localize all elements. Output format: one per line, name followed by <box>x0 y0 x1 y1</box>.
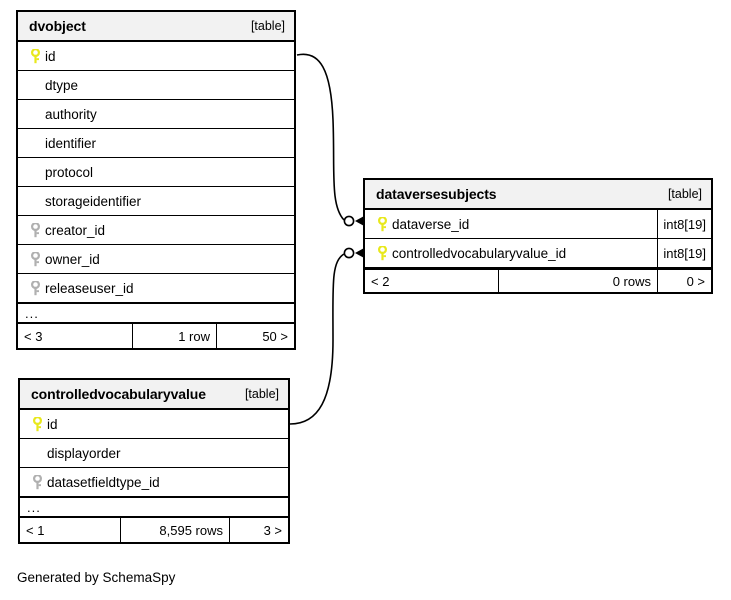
column-row[interactable]: creator_id <box>18 216 294 245</box>
table-controlledvocabularyvalue-title: controlledvocabularyvalue [table] <box>20 380 288 410</box>
row-count: 1 row <box>132 324 217 348</box>
column-label: creator_id <box>45 222 106 238</box>
no-key-icon <box>26 106 45 122</box>
column-label: displayorder <box>47 445 121 461</box>
more-columns-label: ... <box>25 305 39 321</box>
column-type: int8[19] <box>657 210 711 238</box>
column-label: controlledvocabularyvalue_id <box>392 245 567 261</box>
column-label: owner_id <box>45 251 100 267</box>
table-controlledvocabularyvalue-name: controlledvocabularyvalue <box>31 386 206 402</box>
table-dvobject-footer: < 3 1 row 50 > <box>18 324 294 348</box>
table-controlledvocabularyvalue-tag: [table] <box>244 387 279 401</box>
column-label: authority <box>45 106 97 122</box>
table-dvobject-tag: [table] <box>250 19 285 33</box>
foreign-key-icon <box>26 280 45 296</box>
column-row[interactable]: dtype <box>18 71 294 100</box>
table-dataversesubjects[interactable]: dataversesubjects [table] dataverse_id i… <box>363 178 713 294</box>
generated-by-caption: Generated by SchemaSpy <box>17 570 176 585</box>
column-row[interactable]: controlledvocabularyvalue_id int8[19] <box>365 239 711 268</box>
children-count[interactable]: 3 > <box>263 522 282 538</box>
parents-count[interactable]: < 2 <box>371 273 390 289</box>
column-row[interactable]: dataverse_id int8[19] <box>365 210 711 239</box>
relationship-line-dvobject-dataversesubjects <box>296 53 345 221</box>
column-main: id <box>20 410 288 438</box>
column-main: identifier <box>18 129 294 157</box>
column-label: id <box>47 416 58 432</box>
no-key-icon <box>26 135 45 151</box>
column-row[interactable]: owner_id <box>18 245 294 274</box>
column-row[interactable]: protocol <box>18 158 294 187</box>
column-label: identifier <box>45 135 97 151</box>
children-count[interactable]: 50 > <box>262 328 288 344</box>
table-controlledvocabularyvalue-footer: < 1 8,595 rows 3 > <box>20 518 288 542</box>
column-label: protocol <box>45 164 94 180</box>
relationship-line-controlledvocabularyvalue-dataversesubjects <box>289 253 345 425</box>
foreign-key-icon <box>26 222 45 238</box>
row-count: 8,595 rows <box>120 518 230 542</box>
parents-count[interactable]: < 3 <box>24 328 43 344</box>
column-main: creator_id <box>18 216 294 244</box>
table-controlledvocabularyvalue[interactable]: controlledvocabularyvalue [table] id dis… <box>18 378 290 544</box>
primary-key-icon <box>373 245 392 261</box>
column-row[interactable]: id <box>20 410 288 439</box>
foreign-key-icon <box>28 474 47 490</box>
column-type: int8[19] <box>657 239 711 267</box>
more-columns-indicator: ... <box>20 497 288 518</box>
column-main: owner_id <box>18 245 294 273</box>
parents-count[interactable]: < 1 <box>26 522 45 538</box>
column-label: datasetfieldtype_id <box>47 474 160 490</box>
column-row[interactable]: identifier <box>18 129 294 158</box>
column-main: dtype <box>18 71 294 99</box>
primary-key-icon <box>373 216 392 232</box>
column-row[interactable]: storageidentifier <box>18 187 294 216</box>
column-main: id <box>18 42 294 70</box>
column-row[interactable]: datasetfieldtype_id <box>20 468 288 497</box>
column-main: storageidentifier <box>18 187 294 215</box>
relationship-zero-marker-1 <box>343 215 355 227</box>
foreign-key-icon <box>26 251 45 267</box>
table-dvobject-name: dvobject <box>29 18 86 34</box>
primary-key-icon <box>26 48 45 64</box>
column-main: dataverse_id <box>365 210 657 238</box>
primary-key-icon <box>28 416 47 432</box>
relationship-zero-marker-2 <box>343 247 355 259</box>
column-label: releaseuser_id <box>45 280 134 296</box>
column-label: dtype <box>45 77 79 93</box>
no-key-icon <box>26 193 45 209</box>
more-columns-label: ... <box>27 499 41 515</box>
table-dataversesubjects-footer: < 2 0 rows 0 > <box>365 268 711 292</box>
no-key-icon <box>26 164 45 180</box>
column-main: releaseuser_id <box>18 274 294 302</box>
row-count: 0 rows <box>498 270 658 292</box>
column-main: controlledvocabularyvalue_id <box>365 239 657 267</box>
column-row[interactable]: releaseuser_id <box>18 274 294 303</box>
children-count[interactable]: 0 > <box>686 273 705 289</box>
column-row[interactable]: authority <box>18 100 294 129</box>
table-dataversesubjects-tag: [table] <box>667 187 702 201</box>
table-dvobject[interactable]: dvobject [table] id dtype <box>16 10 296 350</box>
column-main: authority <box>18 100 294 128</box>
table-dataversesubjects-name: dataversesubjects <box>376 186 497 202</box>
column-main: displayorder <box>20 439 288 467</box>
more-columns-indicator: ... <box>18 303 294 324</box>
no-key-icon <box>26 77 45 93</box>
column-row[interactable]: displayorder <box>20 439 288 468</box>
no-key-icon <box>28 445 47 461</box>
column-label: storageidentifier <box>45 193 142 209</box>
column-main: datasetfieldtype_id <box>20 468 288 496</box>
column-row[interactable]: id <box>18 42 294 71</box>
column-label: id <box>45 48 56 64</box>
table-dataversesubjects-title: dataversesubjects [table] <box>365 180 711 210</box>
column-label: dataverse_id <box>392 216 470 232</box>
column-main: protocol <box>18 158 294 186</box>
table-dvobject-title: dvobject [table] <box>18 12 294 42</box>
